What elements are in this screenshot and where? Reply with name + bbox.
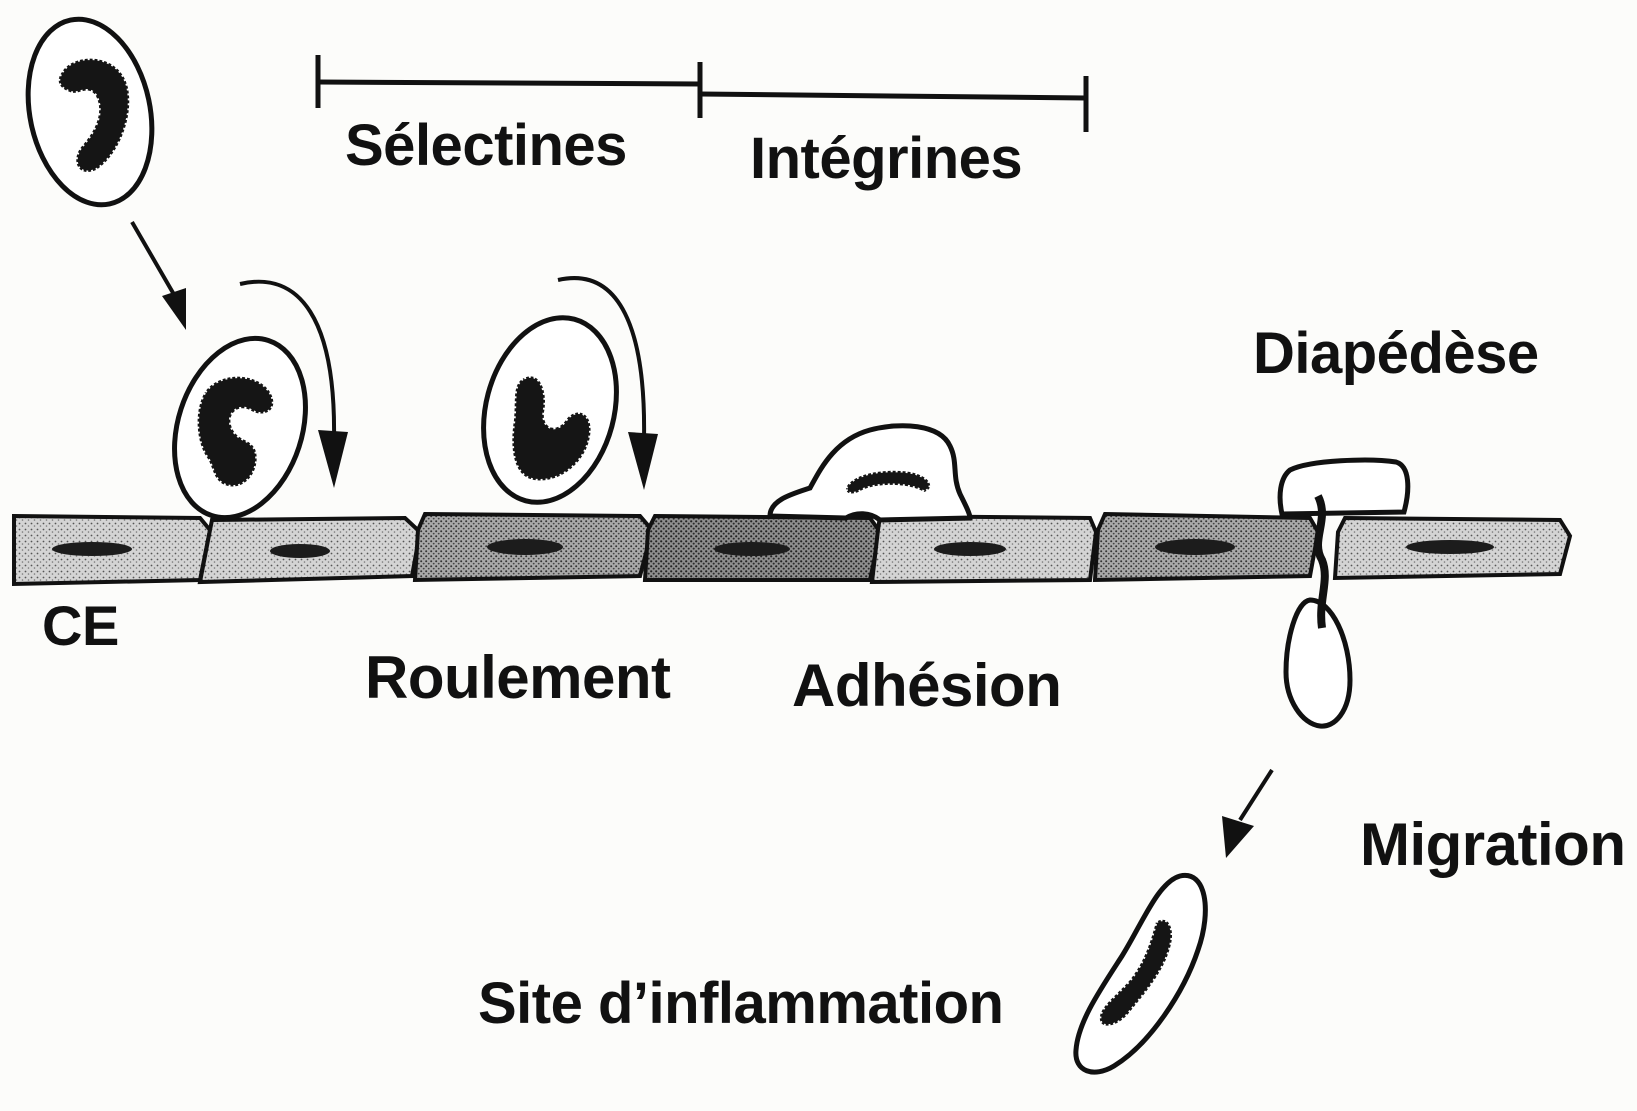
leukocyte-diapedesis-top [1280, 460, 1408, 514]
leukocyte-migrated [1076, 875, 1205, 1072]
endothelial-nucleus-3 [487, 539, 563, 555]
leukocyte-diapedesis [1280, 460, 1408, 726]
endothelial-nucleus-4 [714, 542, 790, 556]
leukocyte-diapedesis-nucleus [1318, 496, 1325, 628]
arrow-to-inflammation-site [1222, 770, 1272, 858]
arrow-to-inflammation-head [1222, 816, 1254, 858]
label-rolling: Roulement [365, 648, 671, 708]
label-adhesion: Adhésion [792, 656, 1061, 716]
leukocyte-adherent-body [770, 426, 970, 520]
leukocyte-rolling-1 [153, 321, 328, 534]
label-integrins: Intégrines [750, 130, 1022, 188]
label-selectins: Sélectines [345, 117, 627, 175]
endothelial-nucleus-7 [1406, 540, 1494, 554]
label-inflammation-site: Site d’inflammation [478, 975, 1003, 1033]
label-migration: Migration [1360, 815, 1625, 875]
endothelial-nucleus-6 [1155, 539, 1235, 555]
endothelial-nucleus-2 [270, 544, 330, 558]
integrins-bracket-line [700, 94, 1085, 98]
selectins-bracket-line [318, 82, 700, 84]
endothelial-nucleus-5 [934, 542, 1006, 556]
label-endothelial-cell: CE [42, 598, 119, 654]
arrow-to-rolling-head [162, 288, 186, 330]
arrow-to-inflammation-shaft [1240, 770, 1272, 820]
leukocyte-circulating [12, 8, 168, 217]
leukocyte-circulating-body [12, 8, 168, 217]
arrow-to-rolling [132, 222, 186, 330]
label-diapedesis: Diapédèse [1253, 325, 1539, 383]
leukocyte-rolling-1-body [153, 321, 328, 534]
endothelium [14, 514, 1570, 584]
rolling-arrow-2-head [628, 432, 658, 490]
leukocyte-adherent [770, 426, 970, 520]
rolling-arrow-1-head [318, 430, 348, 488]
arrow-to-rolling-shaft [132, 222, 176, 298]
endothelial-nucleus-1 [52, 542, 132, 556]
leukocyte-rolling-2 [464, 303, 636, 518]
leukocyte-rolling-2-body [464, 303, 636, 518]
